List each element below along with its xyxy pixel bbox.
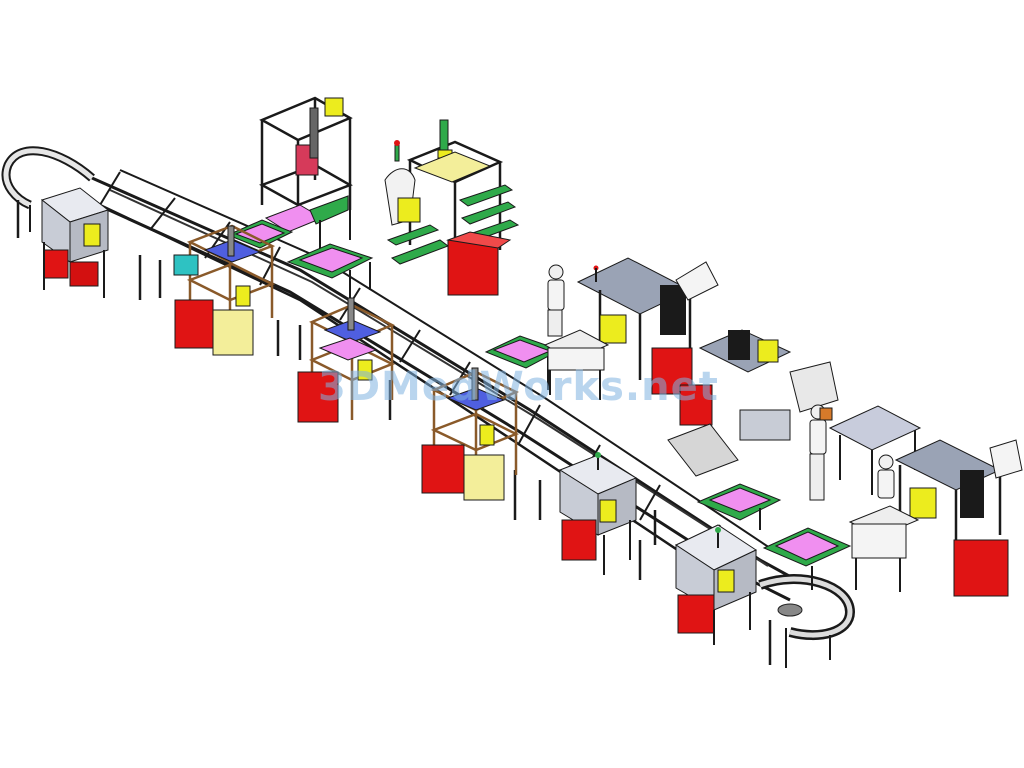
- station-worker-cell-2: [667, 329, 839, 501]
- station-inspection-table: [828, 405, 922, 495]
- right-curve-conveyor: [758, 574, 856, 668]
- station-cabinet-left: [40, 187, 110, 298]
- transfer-pad-2: [226, 219, 294, 249]
- station-press-top: [259, 96, 353, 250]
- left-curve-conveyor: [1, 146, 95, 238]
- station-robot-cell: [384, 119, 520, 296]
- station-frame-1: [173, 224, 276, 356]
- station-frame-3: [421, 367, 520, 501]
- station-worker-cell-3: [848, 439, 1023, 597]
- transfer-pad-5: [762, 527, 852, 590]
- station-worker-cell-1: [543, 257, 719, 400]
- transfer-pad-4: [696, 483, 782, 530]
- station-cabinet-mid: [558, 452, 638, 575]
- watermark-text: 3DMedWorks.net: [318, 364, 719, 410]
- station-cabinet-end: [674, 524, 758, 645]
- transfer-pad-1: [286, 243, 374, 298]
- main-conveyor: [77, 169, 801, 602]
- station-frame-2: [297, 297, 396, 423]
